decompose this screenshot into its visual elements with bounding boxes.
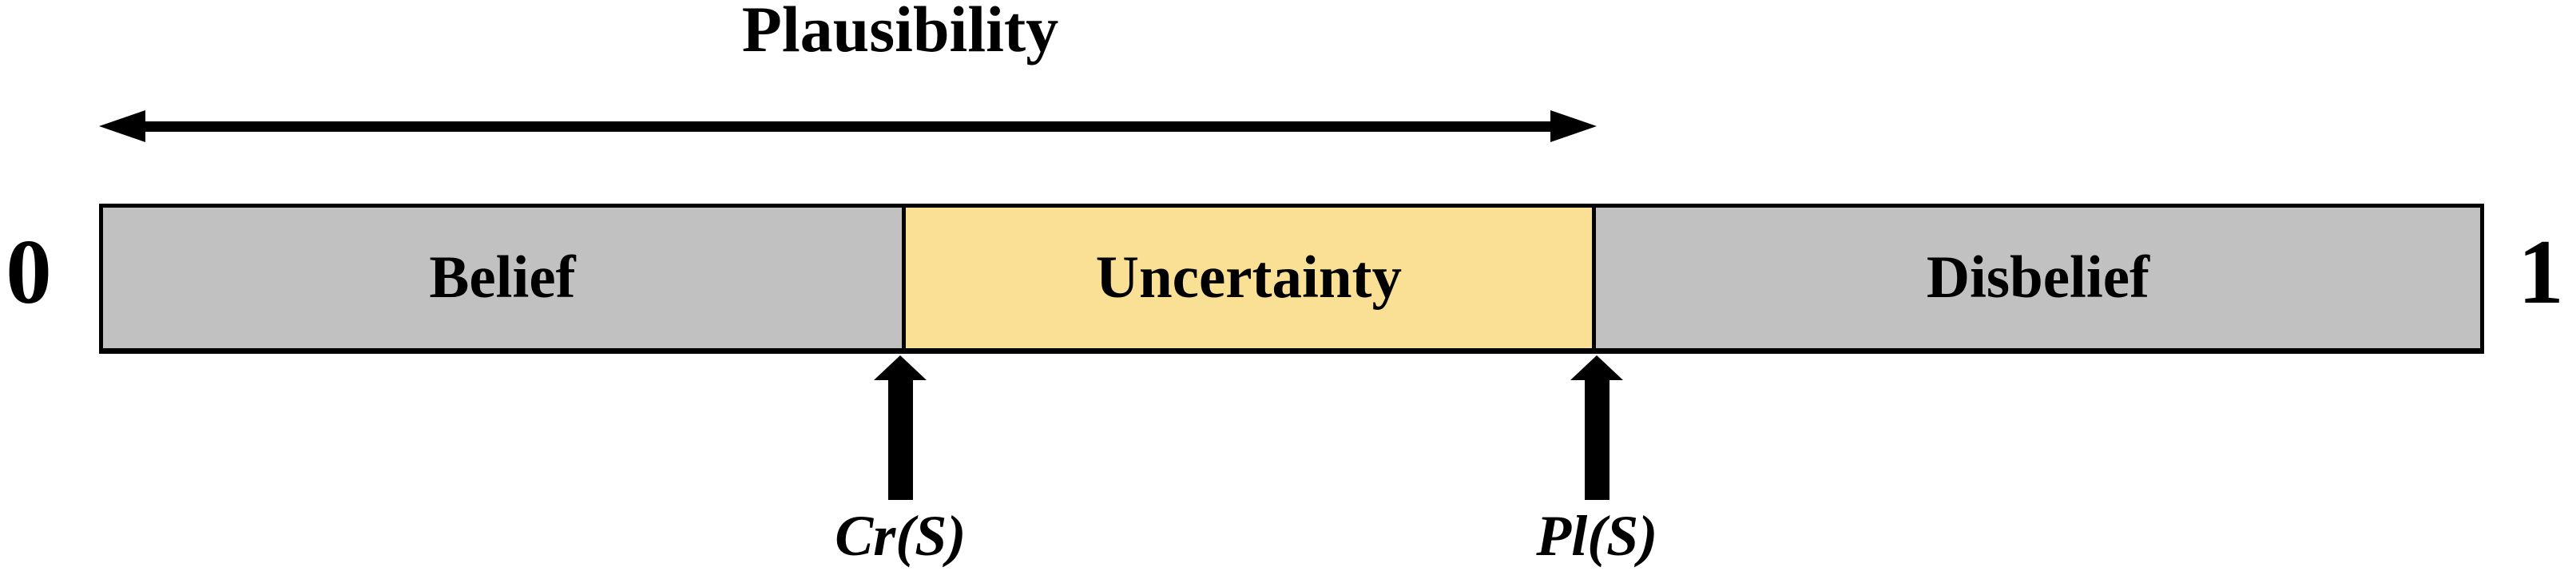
plausibility-double-arrow-icon xyxy=(99,110,1598,142)
marker-labels-band: Cr(S) Pl(S) xyxy=(99,504,2484,577)
belief-segment-label: Belief xyxy=(429,244,576,311)
arrowhead-right-icon xyxy=(1550,110,1598,142)
belief-segment: Belief xyxy=(103,208,902,348)
disbelief-segment-label: Disbelief xyxy=(1926,244,2149,311)
cr-arrowhead-icon xyxy=(874,355,927,380)
marker-arrows-band xyxy=(99,355,2484,503)
evidence-interval-bar: Belief Uncertainty Disbelief xyxy=(99,204,2484,354)
cr-marker-up-arrow-icon xyxy=(874,355,927,500)
figure-title: Plausibility xyxy=(741,0,1059,65)
uncertainty-segment-label: Uncertainty xyxy=(1095,244,1403,311)
pl-arrowhead-icon xyxy=(1570,355,1624,380)
pl-marker-up-arrow-icon xyxy=(1570,355,1624,500)
cr-marker-label: Cr(S) xyxy=(835,504,966,568)
cr-arrow-shaft xyxy=(887,380,913,500)
pl-arrow-shaft xyxy=(1584,380,1610,500)
disbelief-segment: Disbelief xyxy=(1595,208,2480,348)
pl-marker-label: Pl(S) xyxy=(1536,504,1658,568)
axis-min-label: 0 xyxy=(6,221,52,323)
plausibility-range-band xyxy=(99,0,2484,200)
axis-max-label: 1 xyxy=(2518,221,2564,323)
arrow-shaft xyxy=(134,121,1562,132)
uncertainty-segment: Uncertainty xyxy=(901,208,1596,348)
